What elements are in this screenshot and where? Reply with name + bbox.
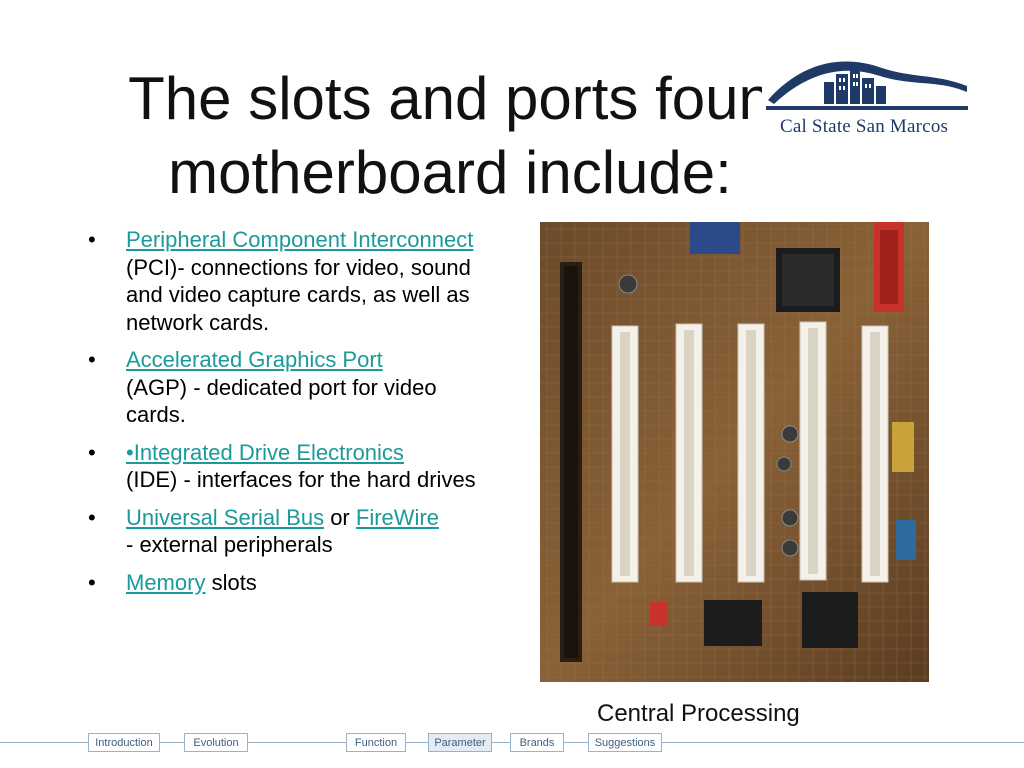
bullet-text: (PCI)- connections for video, sound and …: [126, 254, 471, 335]
bullet-item-pci: • Peripheral Component Interconnect (PCI…: [88, 226, 498, 336]
logo-text: Cal State San Marcos: [780, 116, 949, 137]
slide-title-line1: The slots and ports foun: [128, 65, 772, 132]
nav-tab-introduction[interactable]: Introduction: [88, 733, 160, 752]
nav-tab-brands[interactable]: Brands: [510, 733, 564, 752]
campus-skyline-icon: [766, 61, 968, 110]
bullet-text: (AGP) - dedicated port for video cards.: [126, 374, 437, 428]
agp-link[interactable]: Accelerated Graphics Port: [126, 347, 383, 372]
nav-tab-suggestions[interactable]: Suggestions: [588, 733, 662, 752]
motherboard-illustration: [540, 222, 929, 682]
bullet-text: (IDE) - interfaces for the hard drives: [126, 467, 476, 492]
bullet-text: - external peripherals: [126, 532, 333, 557]
bullet-connector-text: or: [324, 504, 356, 530]
bullet-icon: •: [88, 569, 96, 595]
ide-link[interactable]: •Integrated Drive Electronics: [126, 439, 404, 465]
photo-caption: Central Processing: [597, 700, 800, 727]
firewire-link[interactable]: FireWire: [355, 504, 439, 530]
nav-tab-evolution[interactable]: Evolution: [184, 733, 248, 752]
bullet-list: • Peripheral Component Interconnect (PCI…: [88, 226, 498, 606]
memory-link[interactable]: Memory: [126, 569, 206, 595]
bullet-item-memory: • Memory slots: [88, 569, 498, 597]
slide-title-line2: motherboard include:: [168, 139, 732, 206]
slide-title: The slots and ports foun motherboard inc…: [60, 62, 840, 210]
pci-link[interactable]: Peripheral Component Interconnect: [126, 227, 474, 252]
bullet-item-usb: • Universal Serial Bus or FireWire - ext…: [88, 504, 498, 559]
usb-link[interactable]: Universal Serial Bus: [126, 504, 325, 530]
bullet-item-ide: • •Integrated Drive Electronics (IDE) - …: [88, 439, 498, 494]
bullet-icon: •: [88, 347, 96, 372]
bullet-item-agp: • Accelerated Graphics Port (AGP) - dedi…: [88, 346, 498, 429]
motherboard-photo: [540, 222, 929, 682]
bullet-icon: •: [88, 227, 96, 252]
nav-tab-parameter[interactable]: Parameter: [428, 733, 492, 752]
nav-tab-function[interactable]: Function: [346, 733, 406, 752]
bullet-text: slots: [205, 569, 257, 595]
bullet-icon: •: [88, 439, 96, 465]
bullet-icon: •: [88, 504, 96, 530]
university-logo: Cal State San Marcos: [762, 52, 972, 144]
